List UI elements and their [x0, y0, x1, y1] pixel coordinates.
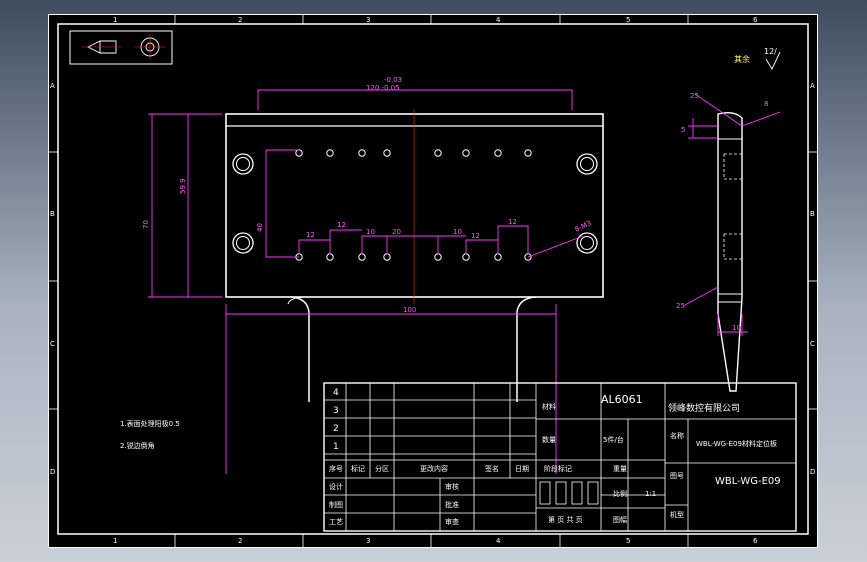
drawing-canvas: 1 2 3 4 5 6 1 2 3 4 5 6 A B C D A B C D — [48, 14, 818, 548]
revision-number: 3 — [333, 406, 339, 416]
scale-label: 比例 — [613, 489, 627, 498]
quantity-label: 数量 — [542, 435, 556, 444]
zone-markers: 1 2 3 4 5 6 1 2 3 4 5 6 A B C D A B C D — [48, 14, 818, 548]
side-dimensions: 25 8 5 25 10 — [676, 92, 781, 336]
revision-number: 4 — [333, 388, 339, 398]
drawing-no-label: 图号 — [670, 472, 684, 480]
dim-spacing-10b: 10 — [453, 228, 462, 236]
weight-label: 重量 — [613, 465, 627, 473]
zone-row-label: A — [810, 82, 815, 90]
name-label: 名称 — [670, 431, 684, 440]
material-value: AL6061 — [601, 393, 643, 406]
dim-spacing-10a: 10 — [366, 228, 375, 236]
dim-side-25-top: 25 — [690, 92, 699, 100]
inner-border — [57, 23, 809, 535]
zone-row-label: A — [50, 82, 55, 90]
dim-side-10: 10 — [732, 324, 741, 332]
zone-col-label: 2 — [238, 537, 242, 545]
dim-width-100: 100 — [403, 306, 416, 314]
roughness-symbol-icon — [765, 51, 781, 70]
front-view — [225, 109, 604, 402]
stage-label: 阶段标记 — [544, 464, 572, 473]
check-role-cell: 批准 — [445, 500, 459, 509]
note-line: 1.表面处理阳极0.5 — [120, 419, 180, 428]
note-line: 2.锐边倒角 — [120, 441, 155, 450]
zone-row-label: B — [50, 210, 55, 218]
mounting-hole — [232, 232, 254, 254]
dim-side-5: 5 — [681, 126, 685, 134]
dim-side-8: 8 — [764, 100, 768, 108]
quantity-value: 5件/台 — [603, 435, 624, 444]
dim-spacing-12a: 12 — [306, 231, 315, 239]
zone-row-label: D — [50, 468, 55, 476]
dim-height-70: 70 — [142, 220, 150, 229]
header-cell: 签名 — [485, 464, 499, 473]
zone-row-label: C — [50, 340, 55, 348]
dim-spacing-12c: 12 — [471, 232, 480, 240]
zone-col-label: 4 — [496, 16, 501, 24]
dim-top-width: 120 -0.05 — [366, 84, 400, 92]
dim-top-tolerance: -0.03 — [384, 76, 402, 84]
header-cell: 序号 — [329, 464, 343, 473]
zone-col-label: 5 — [626, 537, 630, 545]
zone-col-label: 3 — [366, 537, 370, 545]
title-block: 4 3 2 1 序号 标记 分区 更改内容 签名 日期 设计 制图 工艺 审核 … — [323, 382, 797, 532]
header-cell: 日期 — [515, 465, 529, 473]
roughness-label: 其余 — [734, 54, 750, 64]
zone-col-label: 4 — [496, 537, 501, 545]
part-name: WBL-WG-E09材料定位板 — [696, 439, 777, 448]
sheet-label: 第 页 共 页 — [548, 515, 583, 524]
dim-height-59: 59.9 — [179, 178, 187, 194]
dim-spacing-40: 40 — [256, 223, 264, 232]
technical-notes: 1.表面处理阳极0.5 2.锐边倒角 — [120, 419, 180, 450]
zone-col-label: 3 — [366, 16, 370, 24]
drawing-number: WBL-WG-E09 — [715, 476, 781, 487]
zone-col-label: 2 — [238, 16, 242, 24]
mounting-hole — [576, 232, 598, 254]
material-label: 材料 — [542, 402, 556, 411]
dim-spacing-20: 20 — [392, 228, 401, 236]
scale-value: 1:1 — [645, 490, 656, 498]
header-cell: 分区 — [375, 464, 389, 473]
zone-col-label: 6 — [753, 16, 758, 24]
revision-number: 1 — [333, 442, 339, 452]
dim-spacing-12d: 12 — [508, 218, 517, 226]
header-cell: 标记 — [351, 464, 365, 473]
zone-row-label: D — [810, 468, 815, 476]
zone-col-label: 6 — [753, 537, 758, 545]
zone-row-label: C — [810, 340, 815, 348]
header-cell: 更改内容 — [420, 464, 448, 473]
company-name: 领峰数控有限公司 — [668, 402, 740, 414]
zone-col-label: 1 — [113, 16, 117, 24]
role-cell: 工艺 — [329, 518, 343, 526]
check-role-cell: 审核 — [445, 482, 459, 491]
projection-symbol-icon — [69, 30, 173, 65]
dim-spacing-12b: 12 — [337, 221, 346, 229]
side-view — [717, 111, 743, 392]
dim-holes-callout: 8-M3 — [573, 219, 592, 234]
mounting-hole — [232, 153, 254, 175]
model-label: 机型 — [670, 510, 684, 519]
dim-side-25-bot: 25 — [676, 302, 685, 310]
format-label: 图幅 — [613, 515, 627, 524]
zone-col-label: 1 — [113, 537, 117, 545]
role-cell: 设计 — [329, 482, 343, 491]
mounting-hole — [576, 153, 598, 175]
revision-number: 2 — [333, 424, 339, 434]
check-role-cell: 审查 — [445, 517, 459, 526]
zone-row-label: B — [810, 210, 815, 218]
cad-drawing: 1 2 3 4 5 6 1 2 3 4 5 6 A B C D A B C D — [48, 14, 818, 548]
front-dimensions: -0.03 120 -0.05 70 59.9 100 40 12 12 10 … — [142, 76, 593, 474]
zone-col-label: 5 — [626, 16, 630, 24]
roughness-value: 12/ — [764, 47, 777, 56]
role-cell: 制图 — [329, 500, 343, 509]
